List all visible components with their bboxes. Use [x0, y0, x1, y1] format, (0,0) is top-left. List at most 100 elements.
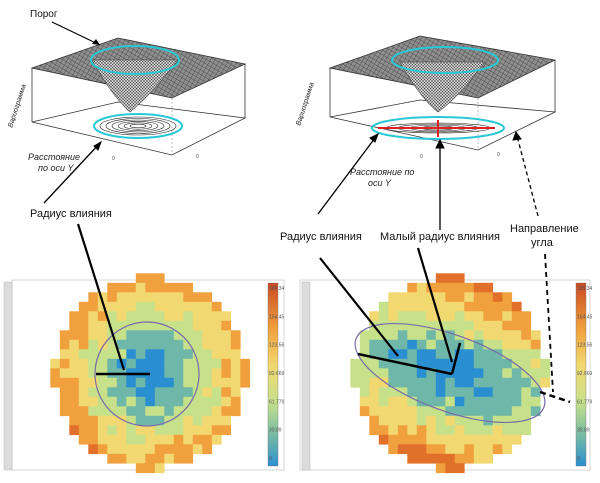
map-cell [126, 292, 137, 303]
map-cell [116, 311, 127, 322]
map-cell [492, 330, 503, 341]
map-cell [173, 425, 184, 436]
map-cell [359, 358, 370, 369]
map-cell [530, 339, 541, 350]
map-cell [388, 396, 399, 407]
map-cell [511, 330, 522, 341]
map-cell [407, 453, 418, 464]
map-cell [126, 425, 137, 436]
map-cell [464, 434, 475, 445]
map-cell [211, 387, 222, 398]
map-cell [426, 301, 437, 312]
map-cell [173, 453, 184, 464]
map-cell [454, 463, 465, 474]
map-cell [221, 368, 232, 379]
map-cell [483, 320, 494, 331]
map-cell [416, 387, 427, 398]
map-cell [116, 339, 127, 350]
distance-y-label-right-1: Расстояние по [350, 167, 414, 177]
map-cell [78, 415, 89, 426]
map-cell [416, 453, 427, 464]
map-cell [483, 434, 494, 445]
map-cell [116, 387, 127, 398]
map-cell [426, 425, 437, 436]
map-cell [221, 396, 232, 407]
map-cell [378, 358, 389, 369]
map-cell [202, 311, 213, 322]
map-cell [454, 292, 465, 303]
map-cell [69, 349, 80, 360]
map-cell [426, 339, 437, 350]
map-cell [483, 387, 494, 398]
legend-tick-label: 123.56 [577, 343, 593, 349]
map-cell [145, 377, 156, 388]
map-cell [116, 282, 127, 293]
map-cell [154, 415, 165, 426]
map-cell [164, 377, 175, 388]
map-cell [69, 387, 80, 398]
map-cell [69, 406, 80, 417]
map-cell [154, 273, 165, 284]
map-cell [435, 444, 446, 455]
map-cell [464, 406, 475, 417]
map-cell [464, 387, 475, 398]
map-cell [435, 406, 446, 417]
map-cell [492, 349, 503, 360]
map-cell [407, 358, 418, 369]
map-cell [88, 292, 99, 303]
map-cell [435, 273, 446, 284]
map-cell [59, 358, 70, 369]
map-cell [502, 311, 513, 322]
map-cell [378, 330, 389, 341]
map-cell [492, 339, 503, 350]
map-cell [426, 434, 437, 445]
map-cell [530, 358, 541, 369]
map-cell [230, 330, 241, 341]
map-cell [511, 434, 522, 445]
map-cell [378, 434, 389, 445]
map-cell [378, 425, 389, 436]
map-cell [397, 330, 408, 341]
map-cell [183, 387, 194, 398]
map-cell [350, 358, 361, 369]
map-cell [464, 282, 475, 293]
map-cell [426, 368, 437, 379]
map-cell [464, 292, 475, 303]
map-cell [154, 339, 165, 350]
threshold-pointer [51, 21, 101, 46]
map-cell [154, 320, 165, 331]
map-cell [97, 301, 108, 312]
map-cell [69, 415, 80, 426]
map-cell [435, 292, 446, 303]
map-cell [454, 396, 465, 407]
legend-tick-label: 61.779 [269, 399, 285, 405]
map-cell [540, 368, 551, 379]
map-cell [492, 415, 503, 426]
map-cell [369, 311, 380, 322]
map-cell [502, 358, 513, 369]
map-cell [202, 425, 213, 436]
map-cell [88, 320, 99, 331]
map-cell [107, 349, 118, 360]
map-cell [154, 406, 165, 417]
map-cell [154, 292, 165, 303]
map-cell [416, 301, 427, 312]
map-cell [69, 358, 80, 369]
map-cell [492, 358, 503, 369]
map-cell [126, 415, 137, 426]
map-cell [473, 320, 484, 331]
map-cell [511, 349, 522, 360]
map-cell [154, 349, 165, 360]
map-cell [135, 415, 146, 426]
map-cell [530, 368, 541, 379]
influence-radius-label-right: Радиус влияния [280, 231, 362, 243]
map-cell [416, 368, 427, 379]
map-cell [454, 358, 465, 369]
map-cell [202, 358, 213, 369]
angle-direction-label-2: угла [531, 237, 554, 249]
map-cell [397, 387, 408, 398]
legend-tick-label: 92.669 [269, 371, 285, 377]
map-cell [407, 311, 418, 322]
map-cell [221, 406, 232, 417]
